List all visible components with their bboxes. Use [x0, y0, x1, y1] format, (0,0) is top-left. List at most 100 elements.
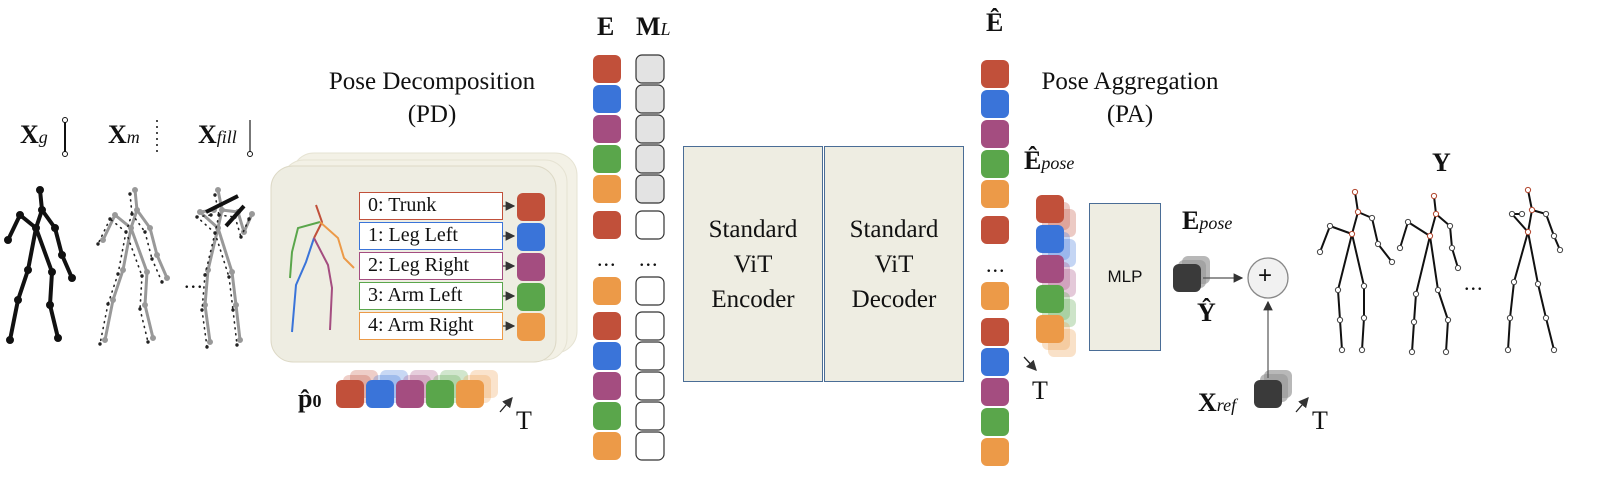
output-skeleton-joint — [1336, 316, 1344, 324]
skeleton-bone — [216, 188, 224, 212]
skeleton-joint — [229, 269, 235, 275]
output-skeleton-joint — [1528, 206, 1536, 214]
mask-token-masked — [635, 174, 665, 204]
skeleton-joint — [36, 186, 44, 194]
skeleton-bone — [34, 226, 54, 274]
skeleton-bone — [125, 231, 143, 277]
ehat-column-ellipsis: ... — [986, 252, 1006, 277]
pa-title: Pose Aggregation(PA) — [1041, 68, 1219, 128]
plus-symbol: + — [1258, 262, 1273, 289]
skeleton-bone — [148, 226, 159, 257]
skeleton-joint — [197, 209, 203, 215]
output-skeleton-bone — [1354, 191, 1359, 213]
output-skeleton-joint — [1426, 232, 1434, 240]
skeleton-joint — [146, 340, 150, 344]
e-token — [593, 115, 621, 143]
output-skeleton-joint — [1410, 318, 1418, 326]
skeleton-joint — [207, 339, 213, 345]
e-token — [593, 175, 621, 203]
skeleton-joint — [140, 274, 144, 278]
epose-token — [1173, 264, 1201, 292]
scale-bar-dot — [247, 151, 253, 157]
output-skeleton-joint — [1408, 348, 1416, 356]
skeleton-joint — [124, 230, 128, 234]
skeleton-bone — [234, 216, 242, 238]
xref-token — [1254, 380, 1282, 408]
skeleton-joint — [112, 212, 118, 218]
skeleton-bone — [228, 276, 234, 311]
skeleton-bone — [129, 226, 149, 274]
skeleton-bone — [139, 275, 143, 310]
output-skeleton-joint — [1360, 314, 1368, 322]
vit-decoder-block: Standard ViT Decoder — [824, 146, 964, 382]
skeleton-bone — [151, 258, 163, 283]
scale-bar-dot — [62, 117, 68, 123]
skeleton-joint — [203, 273, 207, 277]
plus-circle — [1247, 257, 1289, 299]
skeleton-bone — [206, 226, 220, 272]
label-e-pose: Epose — [1182, 206, 1233, 235]
output-skeleton-bone — [1371, 217, 1379, 245]
label-x-fill: Xfill — [198, 120, 237, 149]
ehat-token — [981, 120, 1009, 148]
skeleton-joint — [102, 337, 108, 343]
skeleton-joint — [154, 252, 160, 258]
skeleton-joint — [130, 212, 134, 216]
p0-token — [336, 380, 364, 408]
output-skeleton-joint — [1542, 210, 1550, 218]
skeleton-joint — [132, 187, 138, 193]
output-skeleton-bone — [1377, 243, 1393, 263]
output-skeleton-joint — [1510, 278, 1518, 286]
skeleton-joint — [46, 301, 54, 309]
e-token — [593, 145, 621, 173]
skeleton-joint — [51, 224, 59, 232]
skeleton-joint — [143, 230, 147, 234]
skeleton-joint — [32, 224, 40, 232]
output-skeleton-joint — [1442, 348, 1450, 356]
skeleton-joint — [110, 297, 116, 303]
skeleton-joint — [14, 296, 22, 304]
skeleton-bone — [242, 212, 254, 234]
output-skeleton-joint — [1412, 290, 1420, 298]
output-skeleton-bone — [1329, 225, 1353, 235]
output-skeleton-joint — [1556, 246, 1564, 254]
ehat-token — [981, 216, 1009, 244]
skeleton-joint — [217, 213, 221, 217]
skeleton-joint — [219, 207, 225, 213]
skeleton-joint — [142, 302, 148, 308]
output-skeleton-bone — [1451, 247, 1459, 269]
output-skeleton-joint — [1351, 188, 1359, 196]
skeleton-bone — [232, 309, 238, 346]
mask-token-masked — [635, 54, 665, 84]
ehat-pose-token — [1036, 225, 1064, 253]
skeleton-bone — [230, 270, 238, 307]
output-skeleton-joint — [1338, 346, 1346, 354]
skeleton-joint — [213, 231, 217, 235]
skeleton-bone — [144, 231, 153, 260]
p0-token — [456, 380, 484, 408]
skeleton-bone — [201, 309, 208, 348]
output-skeleton-joint — [1396, 244, 1404, 252]
skeleton-joint — [237, 337, 243, 343]
skeleton-joint — [116, 272, 120, 276]
output-skeleton-joint — [1432, 210, 1440, 218]
output-skeleton-joint — [1374, 240, 1382, 248]
output-skeleton-bone — [1513, 231, 1529, 283]
label-e-pose-hat: Êpose — [1024, 146, 1075, 175]
ehat-token — [981, 438, 1009, 466]
ehat-token — [981, 180, 1009, 208]
output-skeleton-joint — [1444, 316, 1452, 324]
ehat-token — [981, 378, 1009, 406]
skeleton-joint — [144, 269, 150, 275]
ehat-pose-token — [1036, 315, 1064, 343]
input-ellipsis: ... — [184, 268, 204, 293]
e-column-ellipsis: ... — [597, 246, 617, 271]
label-e: E — [597, 12, 615, 41]
skeleton-joint — [231, 308, 235, 312]
label-e-hat: Ê — [986, 8, 1004, 37]
skeleton-bone — [236, 210, 246, 234]
skeleton-bone — [60, 253, 74, 280]
output-skeleton-joint — [1434, 286, 1442, 294]
output-skeleton-joint — [1404, 218, 1412, 226]
ehat-token — [981, 318, 1009, 346]
